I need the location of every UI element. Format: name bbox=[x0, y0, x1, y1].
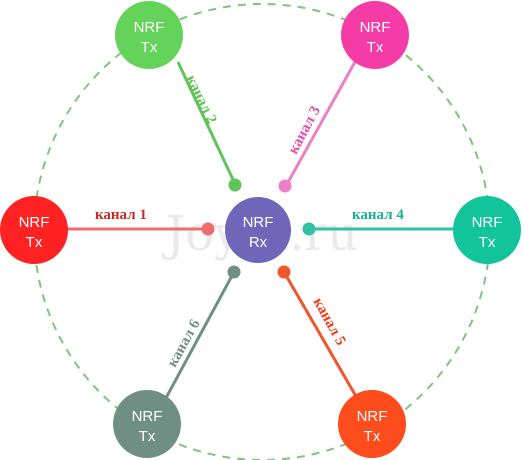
transmitter-node-2: NRF Tx bbox=[115, 1, 183, 69]
endpoint-dot-6 bbox=[227, 265, 241, 279]
channel-label-4: канал 4 bbox=[352, 207, 404, 223]
endpoint-dot-5 bbox=[277, 265, 291, 279]
tx1-label-top: NRF bbox=[19, 214, 50, 231]
tx6-label-bottom: Tx bbox=[139, 428, 156, 445]
transmitter-node-1: NRF Tx bbox=[0, 196, 68, 264]
tx6-label-top: NRF bbox=[132, 408, 163, 425]
channel-label-5: канал 5 bbox=[310, 295, 349, 348]
endpoint-dot-4 bbox=[302, 222, 316, 236]
transmitter-node-5: NRF Tx bbox=[338, 390, 406, 458]
channel-label-1: канал 1 bbox=[95, 207, 147, 223]
endpoint-dot-3 bbox=[278, 179, 292, 193]
tx5-label-bottom: Tx bbox=[364, 428, 381, 445]
transmitter-node-6: NRF Tx bbox=[113, 390, 181, 458]
tx3-label-bottom: Tx bbox=[367, 39, 384, 56]
endpoint-dot-2 bbox=[228, 178, 242, 192]
receiver-label-bottom: Rx bbox=[249, 234, 268, 251]
tx1-label-bottom: Tx bbox=[26, 234, 43, 251]
transmitter-node-4: NRF Tx bbox=[453, 196, 521, 264]
receiver-node: NRF Rx bbox=[225, 197, 291, 263]
tx4-label-top: NRF bbox=[472, 214, 503, 231]
channel-label-2: канал 2 bbox=[182, 73, 219, 127]
link-line-3 bbox=[284, 59, 358, 187]
link-line-2 bbox=[176, 61, 238, 187]
tx2-label-top: NRF bbox=[134, 19, 165, 36]
link-line-5 bbox=[282, 271, 359, 399]
transmitter-node-3: NRF Tx bbox=[341, 1, 409, 69]
tx5-label-top: NRF bbox=[357, 408, 388, 425]
tx2-label-bottom: Tx bbox=[141, 39, 158, 56]
tx3-label-top: NRF bbox=[360, 19, 391, 36]
tx4-label-bottom: Tx bbox=[479, 234, 496, 251]
endpoint-dot-1 bbox=[201, 222, 215, 236]
receiver-label-top: NRF bbox=[243, 214, 274, 231]
link-line-6 bbox=[164, 271, 236, 399]
